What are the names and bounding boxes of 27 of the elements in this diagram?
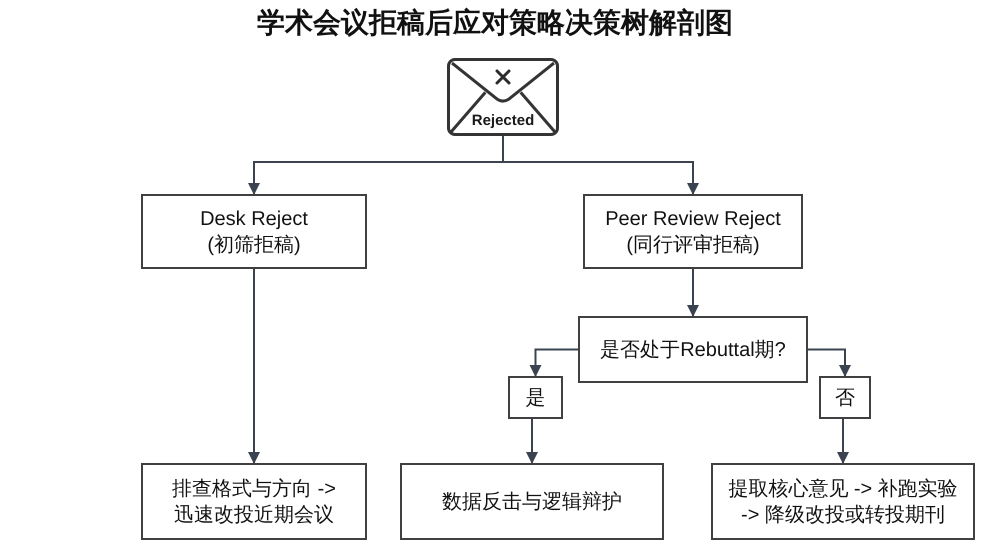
node-text: 数据反击与逻辑辩护 (442, 490, 622, 514)
node-text: 提取核心意见 -> 补跑实验 -> 降级改投或转投期刊 (727, 476, 959, 528)
choice-box (508, 376, 563, 419)
action-box (141, 463, 367, 540)
arrow (530, 348, 578, 377)
arrow (837, 419, 849, 464)
action-box (711, 463, 975, 540)
node-text: 是 (526, 386, 546, 410)
node-text: 排查格式与方向 -> 迅速改投近期会议 (171, 476, 337, 528)
node-text: (同行评审拒稿) (626, 232, 760, 258)
node-text: Peer Review Reject (605, 206, 781, 232)
node-text: (初筛拒稿) (207, 232, 301, 258)
arrow (502, 136, 699, 195)
process-box (583, 194, 803, 269)
decision-box (578, 316, 808, 383)
action-box (400, 463, 664, 540)
arrow (687, 269, 699, 317)
arrow (248, 269, 260, 464)
diagram-title: 学术会议拒稿后应对策略决策树解剖图 (257, 6, 733, 40)
arrow (526, 419, 538, 464)
arrow (808, 348, 851, 377)
node-text: Desk Reject (200, 206, 308, 232)
process-box (141, 194, 367, 269)
node-text: 是否处于Rebuttal期? (600, 338, 786, 362)
choice-box (819, 376, 871, 419)
envelope-label: Rejected (472, 112, 534, 130)
node-text: 否 (835, 386, 855, 410)
